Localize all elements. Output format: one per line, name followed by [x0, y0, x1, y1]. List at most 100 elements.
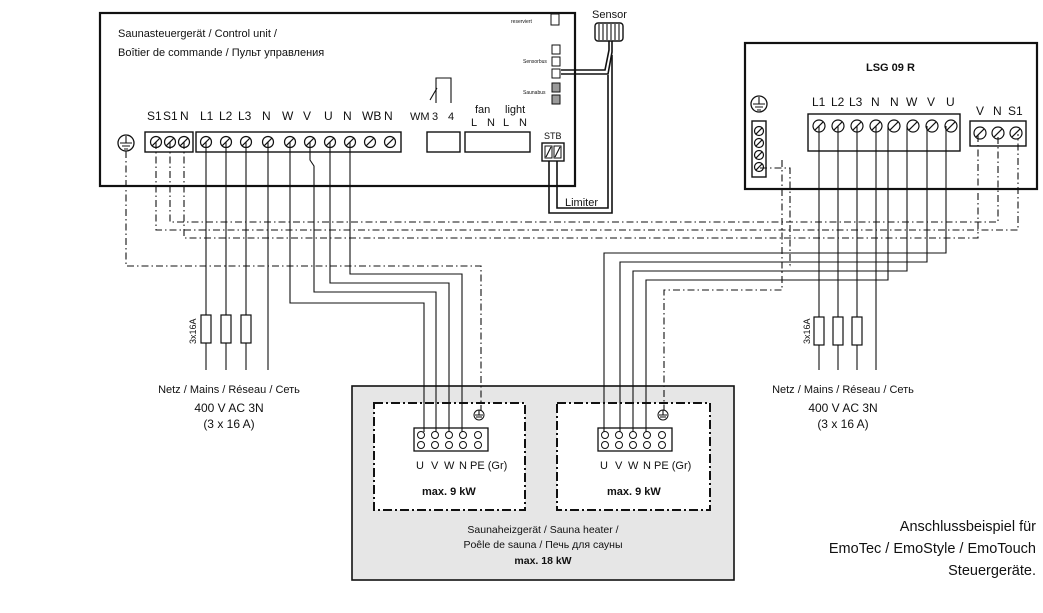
footer-line3: Steuergeräte.	[948, 563, 1036, 579]
ground-icon-control-unit	[117, 134, 135, 152]
footer-line2: EmoTec / EmoStyle / EmoTouch	[829, 541, 1036, 557]
terminal-screw	[753, 149, 765, 161]
terminal-label-w: W	[282, 109, 294, 123]
lsg-label-w: W	[906, 95, 918, 109]
terminal-screw	[431, 431, 439, 439]
terminal-label-v: V	[303, 109, 311, 123]
terminal-screw	[459, 431, 467, 439]
mains-label-left: Netz / Mains / Réseau / Сеть 400 V AC 3N…	[158, 384, 300, 431]
terminal-screw	[973, 126, 987, 140]
fan-label: fan	[475, 104, 490, 116]
lsg-label-u: U	[946, 95, 955, 109]
lsg-label-n1: N	[871, 95, 880, 109]
terminal-screw	[643, 441, 651, 449]
terminal-screw	[474, 431, 482, 439]
terminal-screw	[363, 135, 377, 149]
terminal-screw	[431, 441, 439, 449]
lsg-label-n3: N	[993, 104, 1002, 118]
terminal-screw	[753, 137, 765, 149]
heater1-label-w: W	[444, 460, 455, 472]
heater2-label-u: U	[600, 460, 608, 472]
control-unit-title-2: Boîtier de commande / Пульт управления	[118, 47, 324, 59]
mains-left-line1: Netz / Mains / Réseau / Сеть	[158, 384, 300, 396]
mains-right-line1: Netz / Mains / Réseau / Сеть	[772, 384, 914, 396]
mains-right-line3: (3 x 16 A)	[817, 417, 868, 431]
terminal-label-s1b: S1	[163, 109, 178, 123]
terminal-screw	[925, 119, 939, 133]
reserved-connector	[550, 13, 560, 26]
heater1-label-n: N	[459, 460, 467, 472]
terminal-screw	[658, 441, 666, 449]
terminal-screw	[445, 431, 453, 439]
heater-caption-2: Poêle de sauna / Печь для сауны	[463, 539, 622, 551]
heater1-label-v: V	[431, 460, 439, 472]
heater2-label-pe: PE (Gr)	[654, 460, 691, 472]
saunabus-slot-1	[551, 82, 561, 93]
terminal-screw	[615, 441, 623, 449]
control-unit-title-1: Saunasteuergerät / Control unit /	[118, 28, 278, 40]
saunabus-label: Saunabus	[523, 90, 546, 96]
heater-screws	[417, 431, 666, 449]
terminal-screw	[445, 441, 453, 449]
heater-caption-3: max. 18 kW	[514, 555, 571, 567]
ground-icon-heater-1	[473, 409, 485, 421]
sensorbus-slot-1	[551, 44, 561, 55]
terminal-screw	[906, 119, 920, 133]
terminal-screw	[615, 431, 623, 439]
terminal-label-n2: N	[262, 109, 271, 123]
terminal-label-l3: L3	[238, 109, 252, 123]
lsg-label-l3: L3	[849, 95, 863, 109]
heater2-label-w: W	[628, 460, 639, 472]
terminal-screw	[474, 441, 482, 449]
heater1-label-pe: PE (Gr)	[470, 460, 507, 472]
wm-3-label: 3	[432, 111, 438, 123]
heater1-label-u: U	[416, 460, 424, 472]
mains-left-line3: (3 x 16 A)	[203, 417, 254, 431]
control-unit: Saunasteuergerät / Control unit / Boîtie…	[98, 11, 577, 188]
light-l-label: L	[503, 117, 509, 129]
mains-left-line2: 400 V AC 3N	[194, 401, 263, 415]
terminal-screw	[383, 135, 397, 149]
terminal-screw	[629, 431, 637, 439]
lsg-module: LSG 09 R L1 L2 L3 N N W V U V N S1	[743, 41, 1039, 191]
ground-icon-heater-2	[657, 409, 669, 421]
sensor: Sensor Limiter	[548, 9, 627, 214]
lsg-label-v2: V	[976, 104, 984, 118]
fan-l-label: L	[471, 117, 477, 129]
heater2-max-label: max. 9 kW	[607, 486, 661, 498]
fuse-label-right: 3x16A	[802, 318, 812, 344]
terminal-screw	[601, 441, 609, 449]
heater2-label-n: N	[643, 460, 651, 472]
sensorbus-slot-3	[551, 68, 561, 79]
footer-line1: Anschlussbeispiel für	[900, 519, 1036, 535]
terminal-screw	[601, 431, 609, 439]
mains-right-line2: 400 V AC 3N	[808, 401, 877, 415]
terminal-label-l2: L2	[219, 109, 233, 123]
sauna-heater: U V W N PE (Gr) U V W N PE (Gr) max. 9 k…	[351, 385, 735, 581]
lsg-label-s1: S1	[1008, 104, 1023, 118]
ground-icon-lsg	[750, 95, 768, 113]
terminal-label-n4: N	[384, 109, 393, 123]
sensor-label: Sensor	[592, 9, 627, 21]
terminal-screw	[753, 125, 765, 137]
stb-label: STB	[544, 131, 562, 141]
terminal-screw	[417, 441, 425, 449]
terminal-screw	[658, 431, 666, 439]
fuse-label-left: 3x16A	[188, 318, 198, 344]
sensorbus-slot-2	[551, 56, 561, 67]
terminal-label-wb: WB	[362, 109, 381, 123]
mains-label-right: Netz / Mains / Réseau / Сеть 400 V AC 3N…	[772, 384, 914, 431]
light-label: light	[505, 104, 525, 116]
terminal-label-n3: N	[343, 109, 352, 123]
sensorbus-label: Sensorbus	[523, 59, 547, 65]
light-n-label: N	[519, 117, 527, 129]
terminal-labels: S1 S1 N L1 L2 L3 N W V U N WB N	[147, 109, 393, 123]
lsg-label-l1: L1	[812, 95, 826, 109]
wm-4-label: 4	[448, 111, 454, 123]
terminal-label-u: U	[324, 109, 333, 123]
wm-label: WM	[410, 111, 430, 123]
terminal-label-s1a: S1	[147, 109, 162, 123]
terminal-label-l1: L1	[200, 109, 214, 123]
terminal-screw	[629, 441, 637, 449]
